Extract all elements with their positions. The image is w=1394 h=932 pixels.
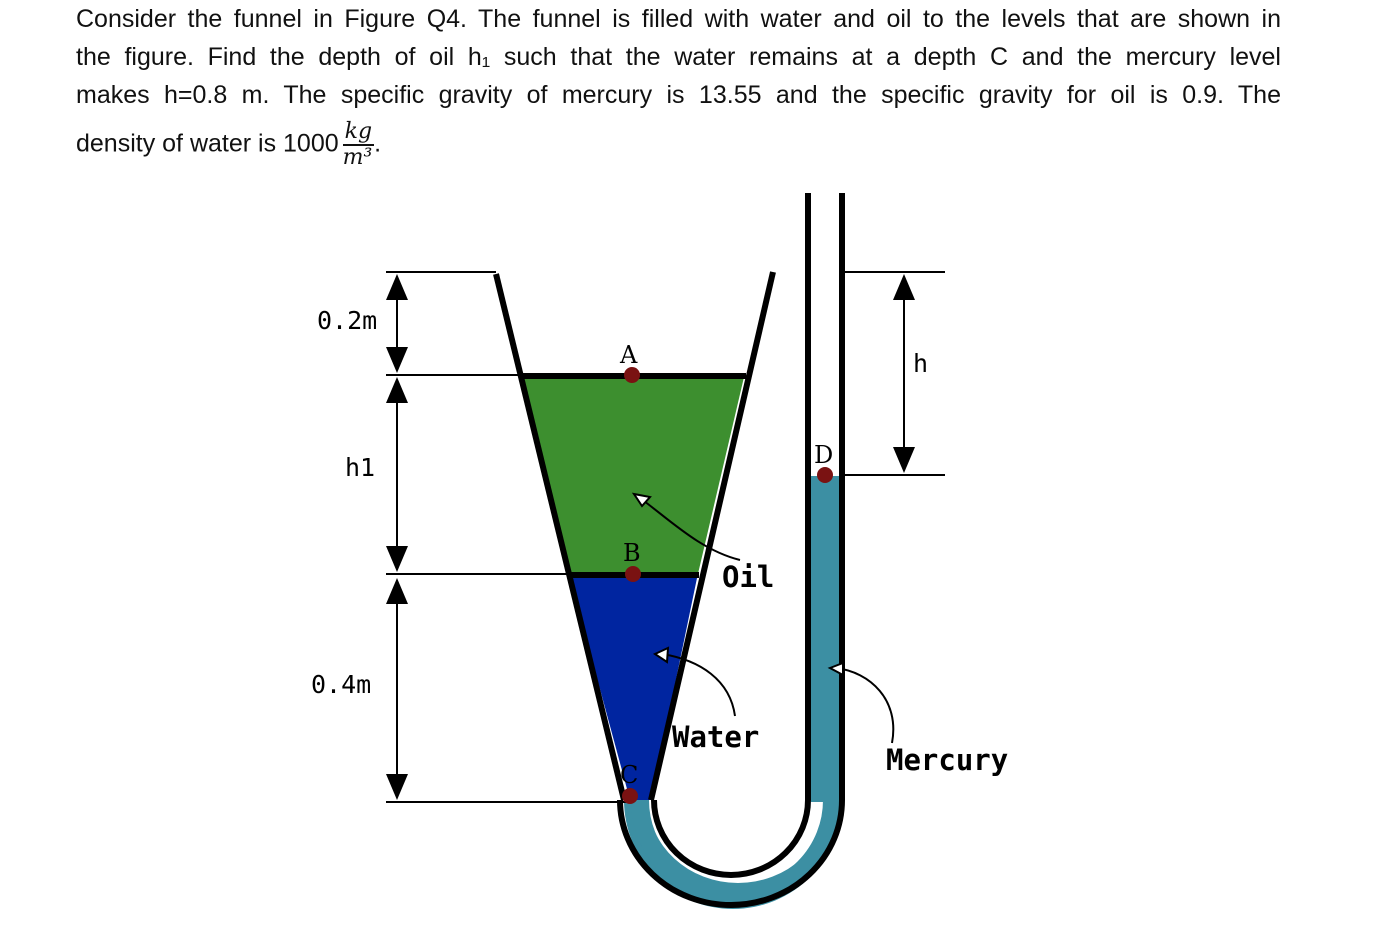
unit-suffix: .: [374, 129, 382, 158]
problem-line-3: makes h=0.8 m. The specific gravity of m…: [76, 81, 1281, 109]
dim-label-bottom: 0.4m: [311, 670, 371, 699]
water-leader-arrowhead: [652, 646, 670, 664]
point-d-marker: [817, 467, 833, 483]
dim-label-top: 0.2m: [317, 306, 377, 335]
u-tube-inner-wall: [651, 193, 811, 878]
point-c-marker: [622, 788, 638, 804]
dimension-arrow-top: [386, 274, 408, 373]
mercury-label: Mercury: [886, 743, 1008, 777]
water-leader-line: [661, 653, 736, 717]
oil-leader-arrowhead: [631, 492, 652, 508]
funnel-left-wall: [493, 273, 627, 801]
funnel-right-wall: [648, 271, 776, 801]
mercury-column: [811, 476, 839, 802]
u-tube-outer-wall: [617, 193, 845, 908]
oil-label: Oil: [722, 560, 774, 594]
problem-statement: Consider the funnel in Figure Q4. The fu…: [76, 0, 1281, 170]
point-a-marker: [624, 367, 640, 383]
point-b-marker: [625, 566, 641, 582]
dim-label-mid: h1: [345, 453, 375, 482]
mercury-leader-line: [835, 667, 895, 744]
water-label: Water: [672, 720, 759, 754]
point-b-label: B: [623, 539, 641, 567]
point-d-label: D: [814, 441, 833, 469]
dimension-arrow-bottom: [386, 578, 408, 800]
problem-line-2: the figure. Find the depth of oil h₁ suc…: [76, 43, 1281, 71]
mercury-fill-inner: [631, 799, 841, 905]
mercury-leader-arrowhead: [827, 661, 844, 677]
problem-line-1: Consider the funnel in Figure Q4. The fu…: [76, 5, 1281, 33]
density-text: density of water is 1000: [76, 129, 339, 158]
point-a-label: A: [619, 341, 638, 369]
dimension-arrow-mid: [386, 377, 408, 572]
point-c-label: C: [620, 761, 638, 789]
oil-leader-line: [639, 497, 741, 561]
unit-numerator: kg: [342, 119, 375, 146]
unit-denominator: m³: [342, 145, 373, 170]
oil-region: [521, 377, 744, 578]
water-region: [570, 578, 697, 800]
dimension-arrow-h: [893, 274, 915, 473]
dim-label-h: h: [913, 349, 928, 378]
